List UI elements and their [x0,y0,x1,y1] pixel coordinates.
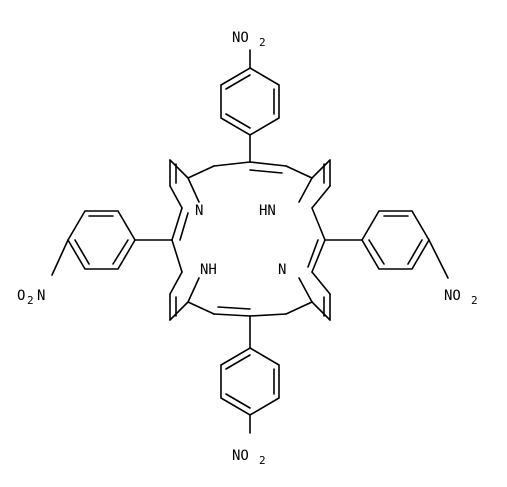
bottom-nitrophenyl-group: NO 2 [220,315,280,467]
right-nitro-label: NO [444,288,461,304]
pyrrole-bottom-left [169,271,215,321]
pyrrole-n-bottom-right-label: N [278,262,286,278]
left-nitro-bond [51,239,69,276]
top-nitro-subscript: 2 [259,36,266,49]
pyrrole-top-right [285,159,331,209]
pyrrole-top-left [169,159,215,209]
right-phenyl-ring [361,210,430,270]
bottom-nitro-subscript: 2 [259,454,266,467]
top-nitrophenyl-group: NO 2 [220,30,280,163]
bottom-nitro-label: NO [232,448,249,464]
left-nitro-subscript: 2 [27,294,34,307]
pyrrole-n-top-left-label: N [195,203,203,219]
meso-bridges [171,161,326,317]
left-nitrophenyl-group: O 2 N [17,210,173,307]
right-nitro-subscript: 2 [471,294,478,307]
left-nitro-n-label: N [37,288,45,304]
pyrrole-nh-top-right-label: HN [259,203,276,219]
pyrrole-nh-bottom-left-label: NH [200,262,217,278]
porphyrin-core: N HN NH N [169,159,331,321]
left-nitro-o-label: O [17,288,25,304]
bottom-phenyl-ring [220,347,280,416]
right-nitro-bond [428,239,449,279]
left-phenyl-ring [67,210,136,270]
pyrrole-bottom-right [285,271,331,321]
right-nitrophenyl-group: NO 2 [324,210,478,307]
top-phenyl-ring [220,67,280,136]
top-nitro-label: NO [232,30,249,46]
